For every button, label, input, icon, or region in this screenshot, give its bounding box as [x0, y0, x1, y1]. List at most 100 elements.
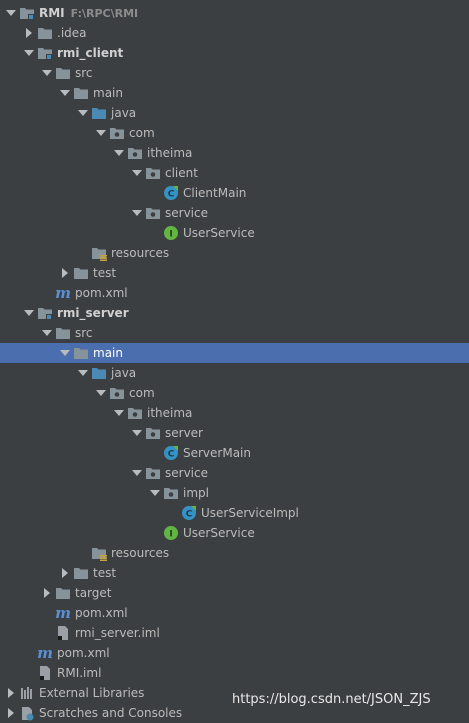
tree-row[interactable]: main: [0, 343, 469, 363]
libraries-icon: [19, 685, 35, 701]
expand-arrow-icon[interactable]: [131, 463, 143, 483]
tree-row[interactable]: java: [0, 103, 469, 123]
tree-row[interactable]: impl: [0, 483, 469, 503]
tree-item-label: pom.xml: [57, 646, 110, 660]
tree-item-label: src: [75, 326, 93, 340]
collapse-arrow-icon[interactable]: [59, 563, 71, 583]
tree-item-label: resources: [111, 246, 170, 260]
module-folder-icon: [37, 45, 53, 61]
tree-item-label: server: [165, 426, 203, 440]
expand-arrow-icon[interactable]: [95, 383, 107, 403]
tree-item-label: resources: [111, 546, 170, 560]
tree-row[interactable]: com: [0, 123, 469, 143]
tree-row[interactable]: service: [0, 463, 469, 483]
expand-arrow-icon[interactable]: [23, 43, 35, 63]
tree-item-label: itheima: [147, 146, 193, 160]
java-class-icon: C: [163, 445, 179, 461]
expand-arrow-icon[interactable]: [131, 423, 143, 443]
tree-row[interactable]: RMI.iml: [0, 663, 469, 683]
tree-row[interactable]: test: [0, 563, 469, 583]
tree-row[interactable]: itheima: [0, 143, 469, 163]
tree-row[interactable]: C UserServiceImpl: [0, 503, 469, 523]
tree-row[interactable]: com: [0, 383, 469, 403]
expand-arrow-icon[interactable]: [41, 323, 53, 343]
source-folder-icon: [55, 325, 71, 341]
scratches-icon: [19, 705, 35, 721]
resources-folder-icon: [91, 245, 107, 261]
tree-row[interactable]: m pom.xml: [0, 643, 469, 663]
package-icon: [145, 165, 161, 181]
tree-item-label: UserServiceImpl: [201, 506, 299, 520]
tree-row[interactable]: resources: [0, 543, 469, 563]
tree-item-label: pom.xml: [75, 606, 128, 620]
tree-item-label: rmi_client: [57, 46, 124, 60]
tree-row[interactable]: m pom.xml: [0, 603, 469, 623]
watermark-text: https://blog.csdn.net/JSON_ZJS: [232, 692, 431, 707]
collapse-arrow-icon[interactable]: [5, 683, 17, 703]
project-path: F:\RPC\RMI: [70, 7, 139, 20]
tree-row[interactable]: java: [0, 363, 469, 383]
tree-item-label: Scratches and Consoles: [39, 706, 183, 720]
excluded-folder-icon: [55, 585, 71, 601]
expand-arrow-icon[interactable]: [41, 63, 53, 83]
tree-row[interactable]: client: [0, 163, 469, 183]
tree-item-label: java: [111, 366, 137, 380]
tree-row[interactable]: target: [0, 583, 469, 603]
tree-item-label: rmi_server: [57, 306, 129, 320]
expand-arrow-icon[interactable]: [131, 203, 143, 223]
tree-item-label: ClientMain: [183, 186, 247, 200]
iml-file-icon: [37, 665, 53, 681]
tree-row[interactable]: main: [0, 83, 469, 103]
svg-text:C: C: [186, 510, 193, 520]
expand-arrow-icon[interactable]: [131, 163, 143, 183]
expand-arrow-icon[interactable]: [149, 483, 161, 503]
svg-text:m: m: [37, 645, 53, 661]
package-icon: [109, 385, 125, 401]
collapse-arrow-icon[interactable]: [41, 583, 53, 603]
tree-item-label: .idea: [57, 26, 87, 40]
tree-item-label: impl: [183, 486, 209, 500]
tree-row[interactable]: test: [0, 263, 469, 283]
expand-arrow-icon[interactable]: [59, 343, 71, 363]
expand-arrow-icon[interactable]: [5, 3, 17, 23]
collapse-arrow-icon[interactable]: [5, 703, 17, 723]
tree-row[interactable]: src: [0, 323, 469, 343]
expand-arrow-icon[interactable]: [95, 123, 107, 143]
tree-row[interactable]: .idea: [0, 23, 469, 43]
tree-item-label: src: [75, 66, 93, 80]
tree-item-label: itheima: [147, 406, 193, 420]
tree-item-label: pom.xml: [75, 286, 128, 300]
expand-arrow-icon[interactable]: [113, 143, 125, 163]
folder-icon: [37, 25, 53, 41]
tree-row[interactable]: resources: [0, 243, 469, 263]
tree-row[interactable]: itheima: [0, 403, 469, 423]
tree-row[interactable]: Scratches and Consoles: [0, 703, 469, 723]
tree-row[interactable]: rmi_server.iml: [0, 623, 469, 643]
package-icon: [127, 405, 143, 421]
expand-arrow-icon[interactable]: [59, 83, 71, 103]
tree-row[interactable]: service: [0, 203, 469, 223]
collapse-arrow-icon[interactable]: [23, 23, 35, 43]
tree-item-label: test: [93, 266, 117, 280]
expand-arrow-icon[interactable]: [77, 363, 89, 383]
tree-row[interactable]: rmi_server: [0, 303, 469, 323]
tree-row[interactable]: server: [0, 423, 469, 443]
package-icon: [145, 205, 161, 221]
expand-arrow-icon[interactable]: [23, 303, 35, 323]
collapse-arrow-icon[interactable]: [59, 263, 71, 283]
tree-item-label: test: [93, 566, 117, 580]
tree-row[interactable]: rmi_client: [0, 43, 469, 63]
svg-text:m: m: [55, 605, 71, 621]
expand-arrow-icon[interactable]: [113, 403, 125, 423]
expand-arrow-icon[interactable]: [77, 103, 89, 123]
tree-row[interactable]: External Libraries: [0, 683, 469, 703]
tree-row[interactable]: src: [0, 63, 469, 83]
